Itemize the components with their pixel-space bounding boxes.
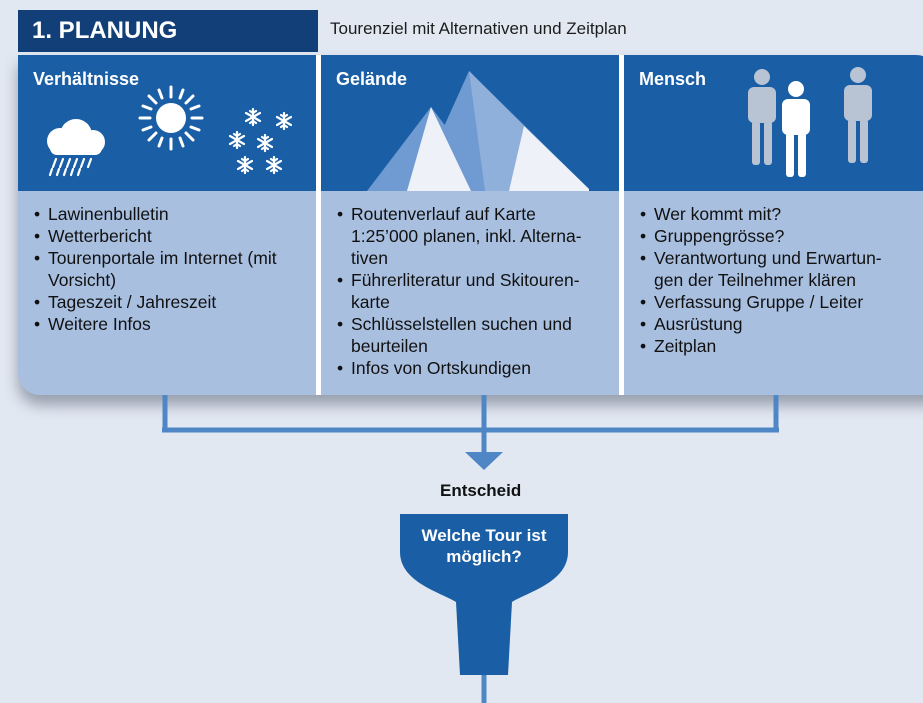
list-item: Verfassung Gruppe / Leiter xyxy=(640,291,923,313)
list-item: Weitere Infos xyxy=(34,313,306,335)
decision-question: Welche Tour ist möglich? xyxy=(421,526,547,566)
column-header: Mensch xyxy=(624,55,923,191)
sun-icon xyxy=(138,85,204,151)
column-title: Verhältnisse xyxy=(33,69,140,89)
list-item: Zeitplan xyxy=(640,335,923,357)
column-title: Gelände xyxy=(336,69,408,89)
arrow-down-icon xyxy=(465,452,503,470)
column-body: Lawinenbulletin Wetterbericht Tourenport… xyxy=(18,191,316,395)
list-item: Lawinenbulletin xyxy=(34,203,306,225)
list-item: Verantwortung und Erwartun- gen der Teil… xyxy=(640,247,894,291)
column-divider xyxy=(619,55,624,395)
funnel-icon xyxy=(400,514,568,675)
item-list: Routenverlauf auf Karte 1:25’000 planen,… xyxy=(337,203,605,379)
list-item: Tageszeit / Jahreszeit xyxy=(34,291,306,313)
list-item: Schlüsselstellen suchen und beurteilen xyxy=(337,313,601,357)
list-item: Wetterbericht xyxy=(34,225,306,247)
list-item: Wer kommt mit? xyxy=(640,203,923,225)
column-divider xyxy=(316,55,321,395)
list-item: Infos von Ortskundigen xyxy=(337,357,605,379)
section-subtitle: Tourenziel mit Alternativen und Zeitplan xyxy=(330,19,627,38)
column-title: Mensch xyxy=(639,69,707,89)
column-header: Verhältnisse xyxy=(18,55,316,191)
mountains-icon xyxy=(367,71,589,191)
list-item: Ausrüstung xyxy=(640,313,923,335)
section-title: 1. PLANUNG xyxy=(18,10,318,52)
decision-label: Entscheid xyxy=(440,481,522,500)
list-item: Gruppengrösse? xyxy=(640,225,923,247)
column-mensch: Mensch Wer kommt mit? Gruppengröss xyxy=(624,55,923,395)
list-item: Führerliteratur und Skitouren- karte xyxy=(337,269,601,313)
column-body: Routenverlauf auf Karte 1:25’000 planen,… xyxy=(321,191,619,395)
column-body: Wer kommt mit? Gruppengrösse? Verantwort… xyxy=(624,191,923,395)
column-header: Gelände xyxy=(321,55,619,191)
planning-panel: Verhältnisse xyxy=(18,55,923,395)
list-item: Tourenportale im Internet (mit Vorsicht) xyxy=(34,247,278,291)
rain-cloud-icon xyxy=(47,119,105,177)
list-item: Routenverlauf auf Karte 1:25’000 planen,… xyxy=(337,203,601,269)
column-verhaeltnisse: Verhältnisse xyxy=(18,55,316,395)
item-list: Lawinenbulletin Wetterbericht Tourenport… xyxy=(34,203,306,335)
item-list: Wer kommt mit? Gruppengrösse? Verantwort… xyxy=(640,203,923,357)
column-gelaende: Gelände Routenverlauf auf Karte 1:25’000… xyxy=(321,55,619,395)
